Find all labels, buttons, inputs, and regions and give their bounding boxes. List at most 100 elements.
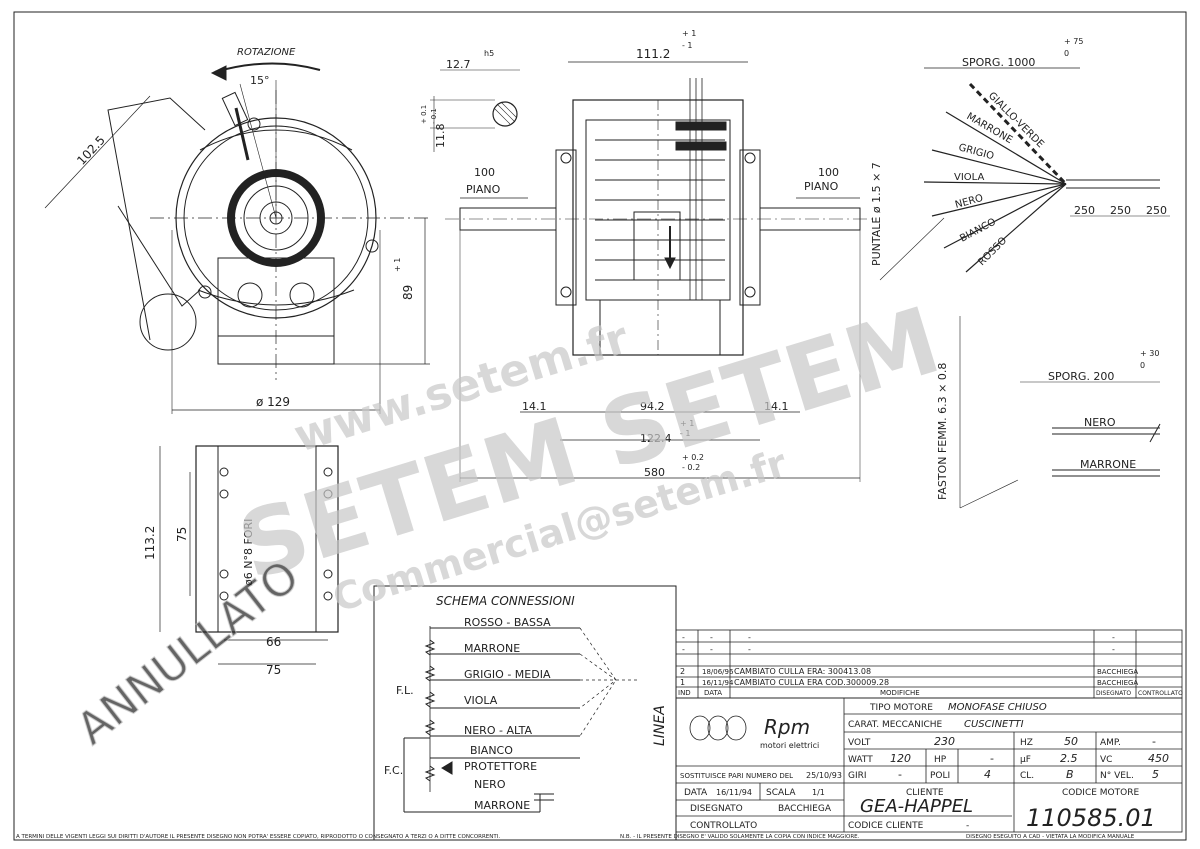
rev-header-modifiche: MODIFICHE: [880, 689, 920, 697]
schema-nero2: NERO: [474, 778, 506, 791]
volt-label: VOLT: [848, 738, 871, 748]
hp-label: HP: [934, 755, 947, 765]
cl-label: CL.: [1020, 771, 1034, 781]
revision-rows: - - - - - - - - 2 18/06/96 CAMBIATO CULL…: [678, 633, 1183, 697]
wire-nero: NERO: [954, 193, 985, 211]
rev-ind: -: [682, 633, 685, 642]
footer-left: A TERMINI DELLE VIGENTI LEGGI SUI DIRITT…: [16, 834, 500, 840]
vc-label: VC: [1100, 755, 1112, 765]
rev-ind: 2: [680, 667, 685, 676]
dim-122-tol-minus: - 1: [680, 429, 691, 438]
wire-bianco: BIANCO: [958, 217, 998, 245]
hp-value: -: [990, 752, 994, 765]
rev-data: -: [710, 633, 713, 642]
poli-label: POLI: [930, 771, 950, 781]
codice-cliente-value: -: [966, 821, 969, 831]
right-100: 100: [818, 166, 839, 179]
schema-title: SCHEMA CONNESSIONI: [436, 594, 575, 608]
rev-desc: -: [748, 645, 751, 654]
faston-label: FASTON FEMM. 6.3 × 0.8: [936, 363, 949, 500]
lead-nero: NERO: [1084, 416, 1116, 429]
rev-header-data: DATA: [704, 689, 722, 697]
schema-nero: NERO - ALTA: [464, 724, 532, 737]
sporg-1000: SPORG. 1000: [962, 56, 1035, 69]
rev-by: BACCHIEGA: [1097, 679, 1138, 687]
dim-580: 580: [644, 466, 665, 479]
title-block: [675, 697, 1183, 833]
dim-250-b: 250: [1110, 204, 1131, 217]
schema-fl: F.L.: [396, 684, 414, 697]
sporg-1000-tol-plus: + 75: [1064, 37, 1083, 46]
rev-data: 16/11/94: [702, 679, 734, 687]
footer-right: DISEGNO ESEGUITO A CAD - VIETATA LA MODI…: [966, 834, 1135, 840]
schema-linea: LINEA: [652, 705, 668, 746]
sporg-200-tol-plus: + 30: [1140, 349, 1159, 358]
dim-129: ø 129: [256, 395, 290, 409]
side-view: [445, 61, 875, 482]
amp-value: -: [1152, 735, 1156, 748]
sporg-200-tol-minus: 0: [1140, 361, 1145, 370]
rev-desc: CAMBIATO CULLA ERA: 300413.08: [734, 667, 871, 676]
rev-by: BACCHIEGA: [1097, 668, 1138, 676]
shaft-tol-plus: + 0.1: [420, 105, 428, 124]
rev-desc: -: [748, 633, 751, 642]
wire-rosso: ROSSO: [976, 235, 1009, 268]
dim-580-tol-minus: - 0.2: [682, 463, 700, 472]
dim-580-tol-plus: + 0.2: [682, 453, 704, 462]
amp-label: AMP.: [1100, 738, 1121, 748]
dim-89-tol: + 1: [393, 258, 402, 272]
wire-viola: VIOLA: [954, 172, 984, 183]
data-value: 16/11/94: [716, 788, 752, 797]
base-view: [159, 445, 339, 665]
logo-text: Rpm: [764, 715, 810, 739]
dim-11-8: 11.8: [434, 124, 447, 149]
rev-header-ind: IND: [678, 689, 691, 697]
carat-value: CUSCINETTI: [964, 719, 1024, 730]
dim-111: 111.2: [636, 47, 670, 61]
cl-value: B: [1066, 768, 1074, 781]
volt-value: 230: [934, 735, 955, 748]
rev-header-disegnato: DISEGNATO: [1096, 690, 1131, 697]
schema-marrone: MARRONE: [464, 642, 520, 655]
dim-66: 66: [266, 635, 281, 649]
hz-label: HZ: [1020, 738, 1033, 748]
dim-102: 102.5: [74, 133, 108, 168]
lead-marrone: MARRONE: [1080, 458, 1136, 471]
data-label: DATA: [684, 788, 708, 798]
lead-wires: [879, 67, 1170, 509]
dim-94: 94.2: [640, 400, 665, 413]
rev-by: -: [1112, 633, 1115, 642]
dim-113: 113.2: [143, 526, 157, 560]
codice-cliente-label: CODICE CLIENTE: [848, 821, 924, 831]
right-piano: PIANO: [804, 180, 839, 193]
uf-label: µF: [1020, 755, 1031, 765]
shaft-h5: h5: [484, 49, 494, 58]
dim-122-tol-plus: + 1: [680, 419, 694, 428]
nvel-value: 5: [1152, 768, 1159, 781]
vc-value: 450: [1148, 752, 1169, 765]
uf-value: 2.5: [1060, 752, 1078, 765]
left-piano: PIANO: [466, 183, 501, 196]
giri-value: -: [898, 768, 902, 781]
schema-protettore: PROTETTORE: [464, 760, 537, 773]
hz-value: 50: [1064, 735, 1078, 748]
wire-grigio: GRIGIO: [957, 142, 995, 162]
angle-label: 15°: [250, 74, 270, 87]
schema-marrone2: MARRONE: [474, 799, 530, 812]
dim-89: 89: [401, 285, 415, 300]
rev-header-controllato: CONTROLLATO: [1138, 690, 1183, 697]
cliente-value: GEA-HAPPEL: [860, 796, 973, 817]
watermark-stamp: ANNULLATO: [67, 550, 308, 754]
dim-12-7: 12.7: [446, 58, 471, 71]
footer-mid: N.B. - IL PRESENTE DISEGNO E' VALIDO SOL…: [620, 834, 860, 840]
schema-fc: F.C.: [384, 764, 403, 777]
watt-label: WATT: [848, 755, 873, 765]
rev-data: 18/06/96: [702, 668, 734, 676]
schema-viola: VIOLA: [464, 694, 498, 707]
logo-sub: motori elettrici: [760, 741, 819, 750]
tipo-value: MONOFASE CHIUSO: [948, 702, 1047, 713]
codice-motore-label: CODICE MOTORE: [1062, 788, 1139, 798]
left-100: 100: [474, 166, 495, 179]
rev-desc: CAMBIATO CULLA ERA COD.300009.28: [734, 678, 889, 687]
